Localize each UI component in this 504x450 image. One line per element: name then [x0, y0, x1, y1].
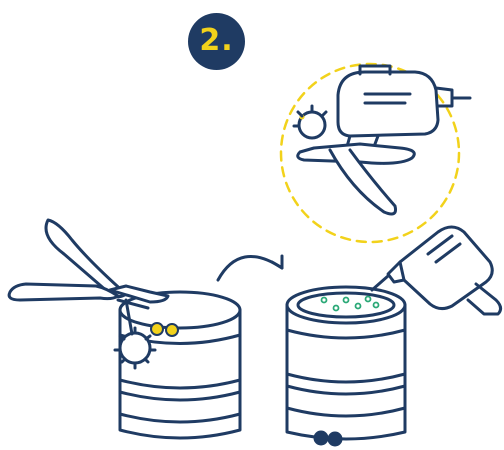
pliers-icon: [9, 220, 168, 368]
right-can-icon: [287, 287, 405, 445]
left-can-icon: [120, 292, 240, 438]
rotating-arrow-icon: [218, 256, 282, 280]
